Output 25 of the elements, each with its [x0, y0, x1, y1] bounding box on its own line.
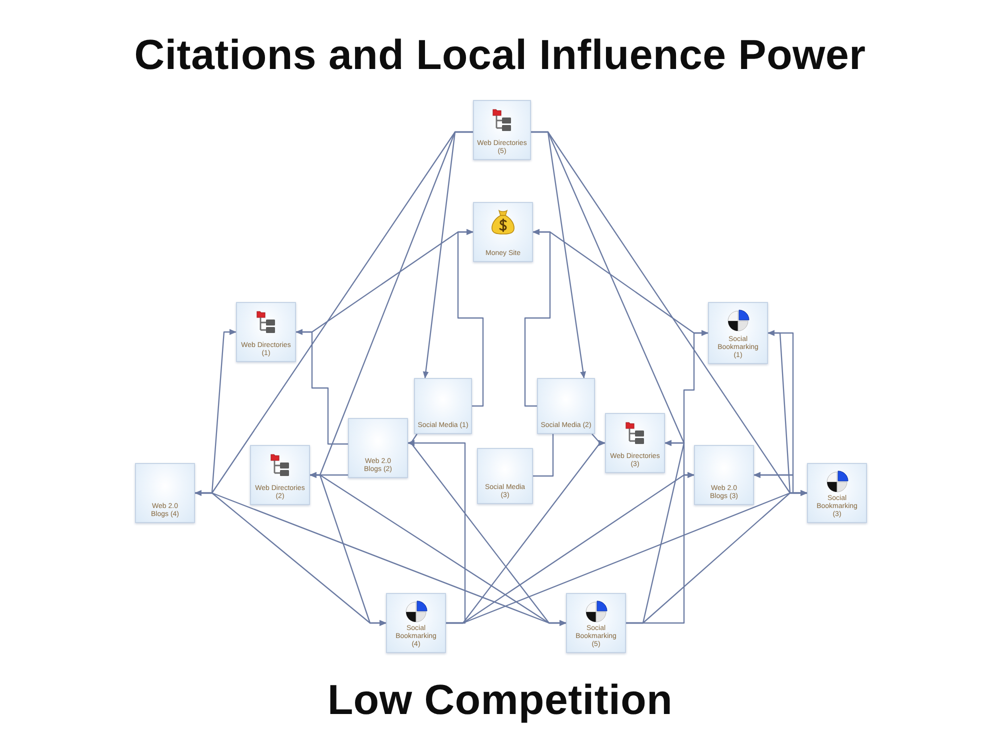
- node-card: [135, 463, 195, 523]
- connector-arrow: [310, 472, 348, 478]
- node-card: [348, 418, 408, 478]
- connector-arrow: [422, 131, 473, 378]
- node-card: [605, 413, 665, 473]
- connector-arrow: [626, 490, 808, 624]
- node-card: [537, 378, 595, 434]
- node-card: [386, 593, 446, 653]
- node-card: [807, 463, 867, 523]
- diagram-title: Citations and Local Influence Power: [134, 31, 866, 79]
- node-card: [414, 378, 472, 434]
- node-card: [473, 202, 533, 262]
- diagram-caption: Low Competition: [327, 676, 673, 724]
- node-card: [236, 302, 296, 362]
- connector-arrow: [683, 330, 708, 476]
- node-card: [473, 100, 531, 160]
- connector-line: [533, 434, 554, 477]
- node-card: [708, 302, 768, 364]
- connector-arrow: [754, 332, 794, 478]
- connector-arrow: [408, 440, 566, 624]
- node-card: [477, 448, 533, 504]
- node-card: [694, 445, 754, 505]
- connector-arrow: [296, 329, 348, 445]
- node-card: [250, 445, 310, 505]
- node-card: [566, 593, 626, 653]
